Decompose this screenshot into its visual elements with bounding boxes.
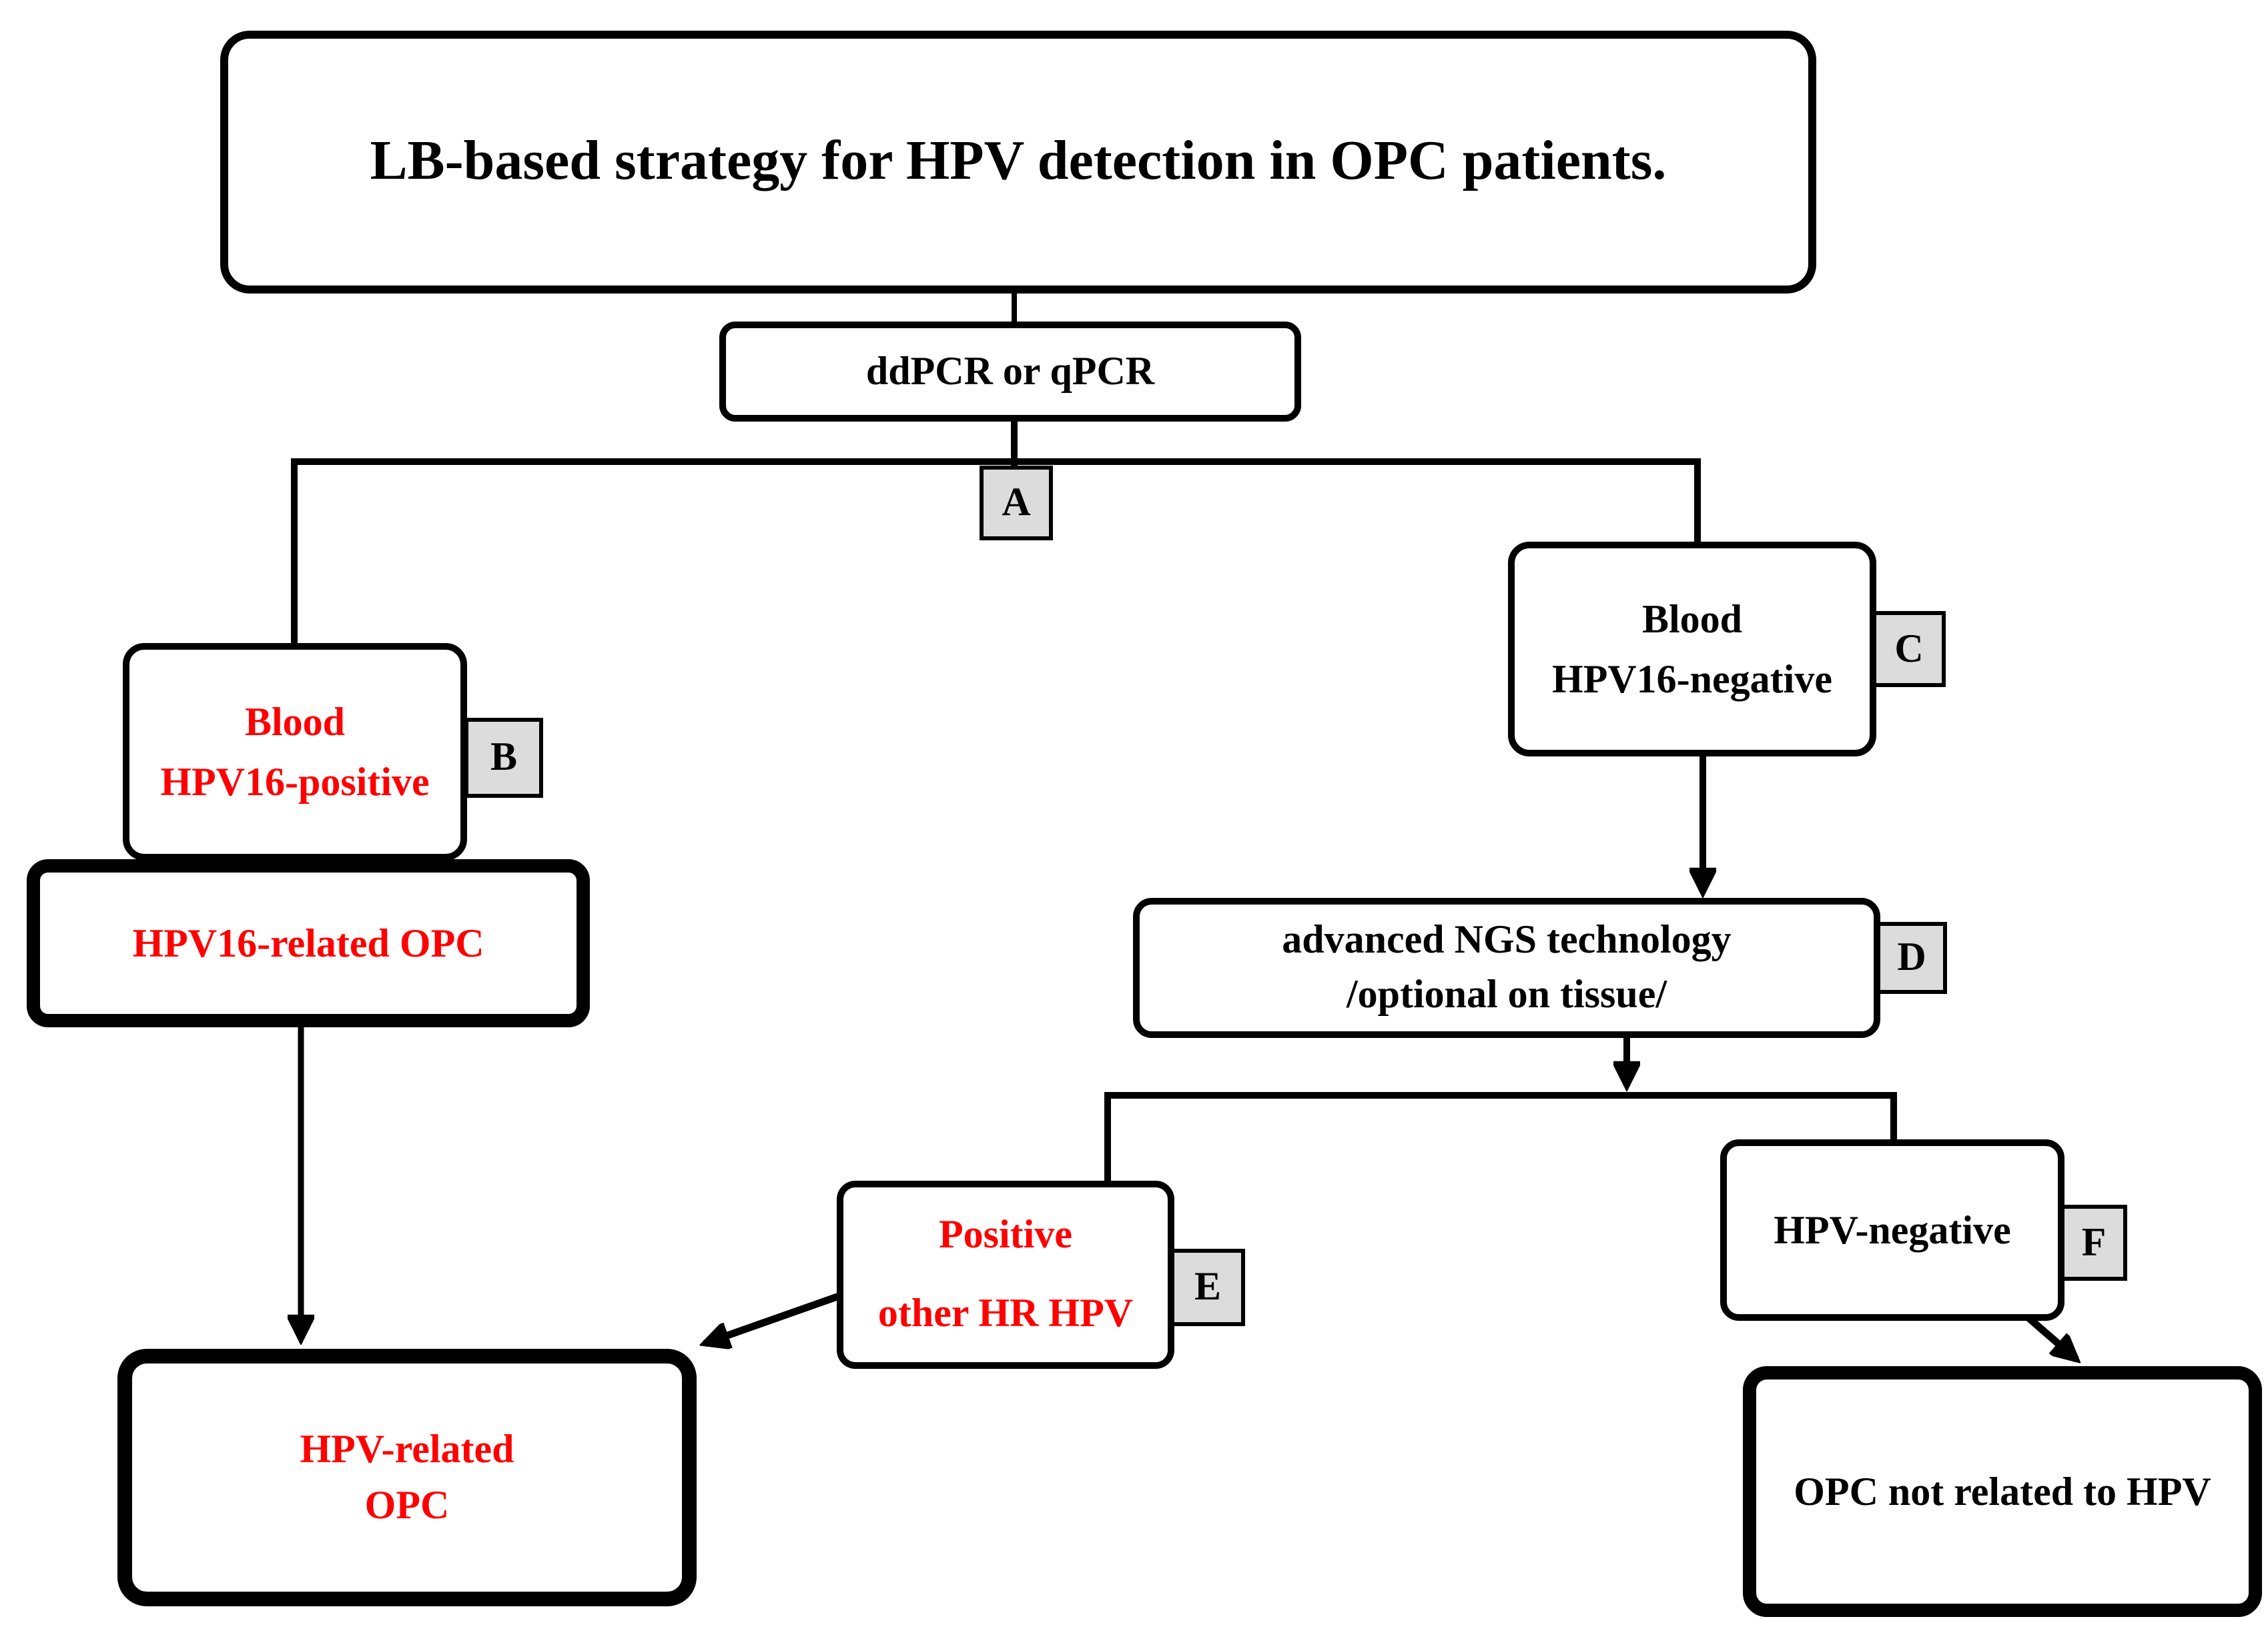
- arrow-hpvneg-to-opcnotrelated: [2023, 1312, 2076, 1359]
- node-hpv-related-opc: HPV-related OPC: [117, 1349, 697, 1606]
- branch-line-ngs: [1104, 1092, 1897, 1181]
- node-blood-hpv16-positive: Blood HPV16-positive: [123, 643, 467, 861]
- tag-c: C: [1872, 611, 1946, 687]
- tag-c-letter: C: [1894, 626, 1924, 670]
- node-hpv16-related-opc-label: HPV16-related OPC: [132, 921, 484, 965]
- node-pcr: ddPCR or qPCR: [719, 322, 1301, 422]
- title-box: LB-based strategy for HPV detection in O…: [220, 31, 1816, 294]
- arrow-positive-to-hpvrelopc: [705, 1291, 842, 1343]
- tag-a: A: [980, 466, 1053, 540]
- tag-b-letter: B: [490, 735, 517, 779]
- tag-d-letter: D: [1897, 935, 1926, 979]
- tag-f: F: [2060, 1205, 2127, 1281]
- node-ngs-line1: advanced NGS technology: [1282, 918, 1732, 962]
- node-blood-hpv16-negative-line2: HPV16-negative: [1552, 657, 1832, 701]
- node-positive-other-hr-hpv: Positive other HR HPV: [837, 1181, 1174, 1369]
- node-ngs-line2: /optional on tissue/: [1346, 972, 1667, 1016]
- node-positive-other-hr-hpv-line1: Positive: [939, 1213, 1072, 1257]
- node-blood-hpv16-negative: Blood HPV16-negative: [1508, 542, 1876, 756]
- diagram-title: LB-based strategy for HPV detection in O…: [370, 131, 1667, 193]
- tag-d: D: [1876, 922, 1947, 994]
- node-hpv-negative-label: HPV-negative: [1774, 1208, 2011, 1252]
- node-ngs: advanced NGS technology /optional on tis…: [1133, 898, 1880, 1038]
- node-hpv-negative: HPV-negative: [1720, 1139, 2064, 1321]
- node-positive-other-hr-hpv-line2: other HR HPV: [877, 1291, 1134, 1335]
- node-pcr-label: ddPCR or qPCR: [865, 350, 1155, 394]
- tag-e-letter: E: [1194, 1265, 1221, 1309]
- node-blood-hpv16-positive-line1: Blood: [244, 700, 346, 744]
- node-opc-not-related-to-hpv: OPC not related to HPV: [1743, 1366, 2262, 1617]
- tag-a-letter: A: [1002, 480, 1031, 524]
- node-blood-hpv16-positive-line2: HPV16-positive: [160, 760, 430, 804]
- tag-e: E: [1170, 1249, 1245, 1326]
- node-hpv16-related-opc: HPV16-related OPC: [27, 859, 590, 1027]
- node-hpv-related-opc-line2: OPC: [364, 1483, 450, 1527]
- tag-b: B: [464, 718, 543, 798]
- node-blood-hpv16-negative-line1: Blood: [1641, 597, 1743, 641]
- tag-f-letter: F: [2081, 1220, 2107, 1264]
- branch-line-main: [291, 458, 1701, 643]
- node-opc-not-related-to-hpv-label: OPC not related to HPV: [1794, 1470, 2211, 1514]
- node-hpv-related-opc-line1: HPV-related: [300, 1427, 514, 1471]
